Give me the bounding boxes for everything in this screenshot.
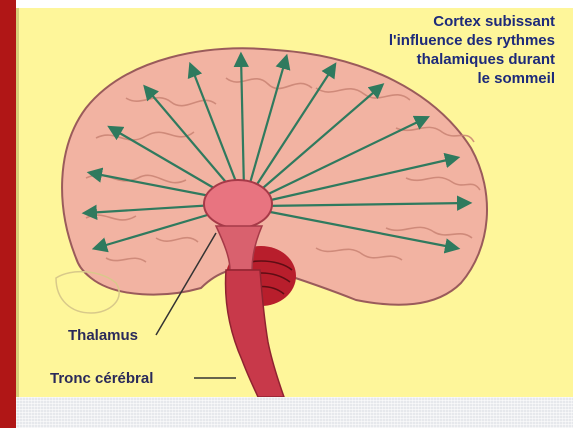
panel-left-edge <box>16 8 19 397</box>
diagram-panel: Cortex subissant l'influence des rythmes… <box>16 8 573 397</box>
caption-line-4: le sommeil <box>389 69 555 88</box>
left-red-border <box>0 0 16 428</box>
footer-strip <box>16 397 573 428</box>
thalamus-label: Thalamus <box>68 327 138 344</box>
top-border <box>0 0 573 8</box>
diagram-caption: Cortex subissant l'influence des rythmes… <box>389 12 555 88</box>
brainstem-label: Tronc cérébral <box>50 370 153 387</box>
caption-line-2: l'influence des rythmes <box>389 31 555 50</box>
caption-line-1: Cortex subissant <box>389 12 555 31</box>
caption-line-3: thalamiques durant <box>389 50 555 69</box>
thalamus <box>204 180 272 228</box>
olfactory-outline <box>56 272 119 313</box>
